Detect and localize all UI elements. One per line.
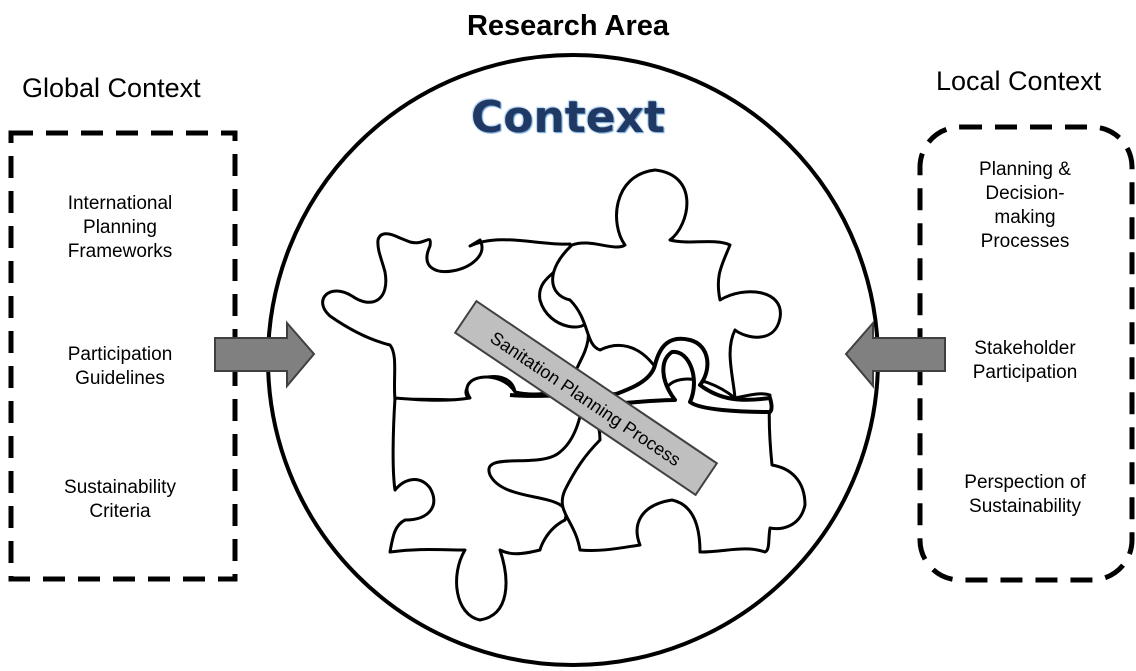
- local-item-sustainability: Perspection of Sustainability: [925, 471, 1125, 519]
- global-to-research-arrow: [214, 320, 316, 389]
- item-line: Sustainability: [969, 496, 1081, 517]
- item-line: Sustainability: [64, 477, 176, 498]
- item-line: Processes: [980, 231, 1070, 252]
- global-context-box: [8, 130, 238, 582]
- item-line: Planning: [83, 217, 157, 238]
- local-item-planning: Planning & Decision- making Processes: [925, 158, 1125, 254]
- puzzle-piece-bottom-left: [388, 375, 587, 622]
- item-line: making: [994, 207, 1056, 228]
- item-line: Frameworks: [67, 241, 173, 262]
- item-line: Criteria: [89, 501, 151, 522]
- context-label: Context: [470, 92, 666, 143]
- local-to-research-arrow: [844, 320, 946, 389]
- item-line: International: [67, 193, 173, 214]
- puzzle-piece-top-right: [551, 168, 782, 402]
- item-line: Participation: [972, 362, 1078, 383]
- puzzle-piece-center: [509, 336, 774, 414]
- item-line: Guidelines: [75, 368, 165, 389]
- global-item-participation: Participation Guidelines: [20, 343, 220, 391]
- item-line: Planning &: [979, 159, 1071, 180]
- global-item-sustainability: Sustainability Criteria: [20, 476, 220, 524]
- global-context-title: Global Context: [22, 73, 201, 103]
- banner-rect: [453, 299, 719, 497]
- research-area-title: Research Area: [466, 10, 670, 42]
- item-line: Participation: [67, 344, 173, 365]
- global-item-frameworks: International Planning Frameworks: [20, 192, 220, 264]
- local-item-stakeholder: Stakeholder Participation: [925, 337, 1125, 385]
- item-line: Decision-: [985, 183, 1065, 204]
- item-line: Stakeholder: [974, 338, 1076, 359]
- item-line: Perspection of: [964, 472, 1086, 493]
- local-context-title: Local Context: [936, 66, 1102, 96]
